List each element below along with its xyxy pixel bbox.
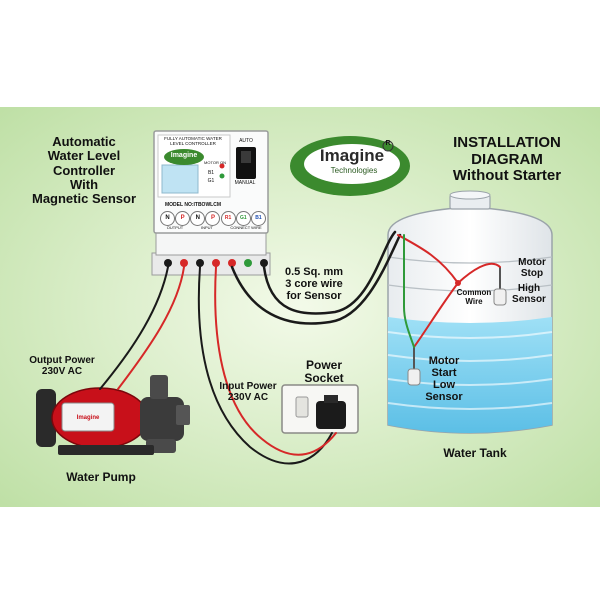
low-sensor — [407, 347, 421, 386]
controller-terminal-screws — [164, 259, 268, 267]
terminal-n-input: N — [190, 211, 206, 226]
tank-water — [388, 317, 552, 433]
controller-sensor-note: CONNECT WIRE — [230, 225, 262, 230]
pump-badge-text: Imagine — [76, 415, 100, 421]
controller-input-label: INPUT — [201, 225, 213, 230]
high-sensor-label: High Sensor — [512, 283, 546, 305]
sensor-wire-label: 0.5 Sq. mm 3 core wire for Sensor — [284, 266, 344, 303]
motor-stop-label: Motor Stop — [518, 257, 546, 279]
controller-brand: Imagine — [170, 152, 198, 159]
controller-manual: MANUAL — [234, 180, 256, 186]
controller-unit — [151, 130, 271, 276]
power-socket — [281, 384, 359, 434]
water-tank-label: Water Tank — [443, 446, 507, 460]
controller-top-text: FULLY AUTOMATIC WATER LEVEL CONTROLLER — [164, 136, 222, 146]
terminal-p-output: P — [175, 211, 191, 226]
terminal-b1: B1 — [250, 211, 266, 226]
controller-auto: AUTO — [239, 138, 253, 144]
controller-output-label: OUTPUT — [166, 225, 184, 230]
terminal-n-output: N — [160, 211, 175, 226]
terminal-r1: R1 — [220, 211, 236, 226]
brand-logo — [290, 136, 410, 196]
brand-name: Imagine — [319, 146, 385, 165]
water-pump — [36, 375, 190, 455]
common-wire-label: Common Wire — [456, 288, 492, 306]
diagram-canvas — [0, 107, 600, 507]
terminal-g1: G1 — [235, 211, 251, 226]
controller-terminal-labels: N P N P R1 G1 B1 — [160, 211, 266, 226]
wires — [99, 230, 501, 465]
controller-g1: G1 — [207, 178, 215, 184]
diagram-panel: INSTALLATION DIAGRAM Without Starter Aut… — [0, 107, 600, 507]
brand-registered: R — [385, 140, 391, 147]
water-pump-label: Water Pump — [66, 470, 136, 484]
power-socket-label: Power Socket — [304, 358, 344, 386]
terminal-p-input: P — [205, 211, 221, 226]
high-sensor — [493, 267, 507, 306]
brand-tagline: Technologies — [330, 166, 378, 175]
diagram-title: INSTALLATION DIAGRAM Without Starter — [452, 134, 562, 184]
plug-icon — [316, 401, 346, 429]
controller-motor-on: MOTOR ON — [204, 160, 226, 165]
controller-b1: B1 — [207, 170, 215, 176]
motor-start-label: Motor Start Low Sensor — [425, 355, 463, 404]
output-power-label: Output Power 230V AC — [29, 355, 95, 377]
controller-model: MODEL NO:ITBOWLCM — [164, 202, 221, 208]
controller-screen — [161, 164, 199, 194]
pump-badge — [61, 402, 115, 432]
water-tank — [387, 190, 553, 434]
input-power-label: Input Power 230V AC — [219, 381, 277, 403]
controller-heading: Automatic Water Level Controller With Ma… — [31, 134, 137, 207]
registered-mark-icon — [382, 140, 394, 152]
